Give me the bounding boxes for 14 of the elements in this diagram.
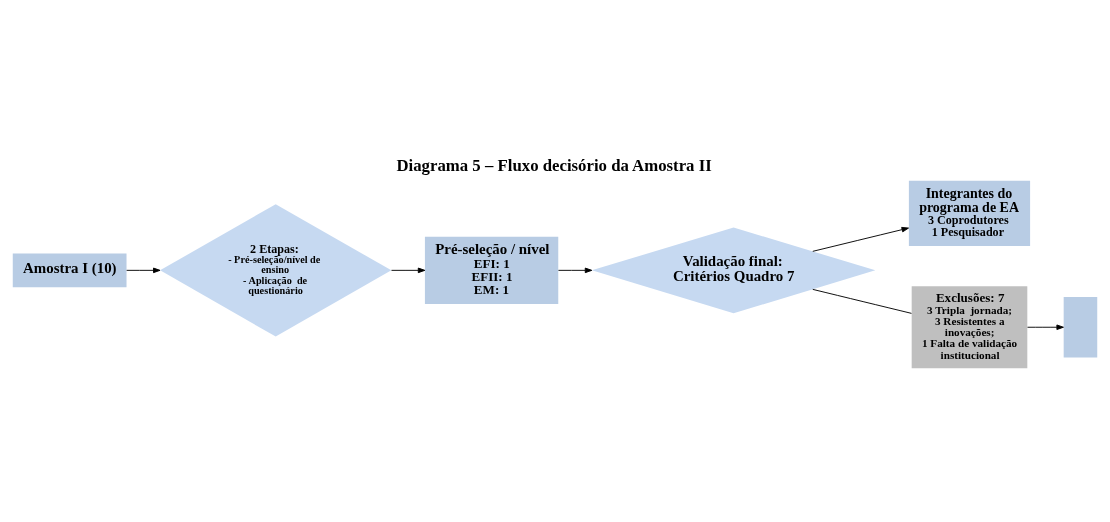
arrow <box>126 267 161 273</box>
node-box: Pré-seleção / nível EFI: 1 EFII: 1 EM: 1 <box>424 236 559 304</box>
node-box: Integrantes do programa de EA 3 Coprodutores 1 Pesquisador <box>908 180 1031 246</box>
connector <box>812 288 912 314</box>
arrow <box>1027 324 1064 330</box>
diagram-title: Diagrama 5 – Fluxo decisório da Amostra II <box>396 155 712 175</box>
node-diamond: 2 Etapas: - Pré-seleção/nível de ensino - Aplicação de questionário <box>160 203 392 337</box>
node-diamond: Validação final: Critérios Quadro 7 <box>591 226 876 313</box>
node-box: Amostra I (10) <box>12 253 127 287</box>
arrow <box>812 226 909 252</box>
arrow <box>558 267 593 273</box>
node-box <box>1063 296 1098 358</box>
arrow <box>391 267 426 273</box>
node-box: Exclusões: 7 3 Tripla jornada; 3 Resistentes a inovações; 1 Falta de validação institucional <box>911 285 1028 368</box>
